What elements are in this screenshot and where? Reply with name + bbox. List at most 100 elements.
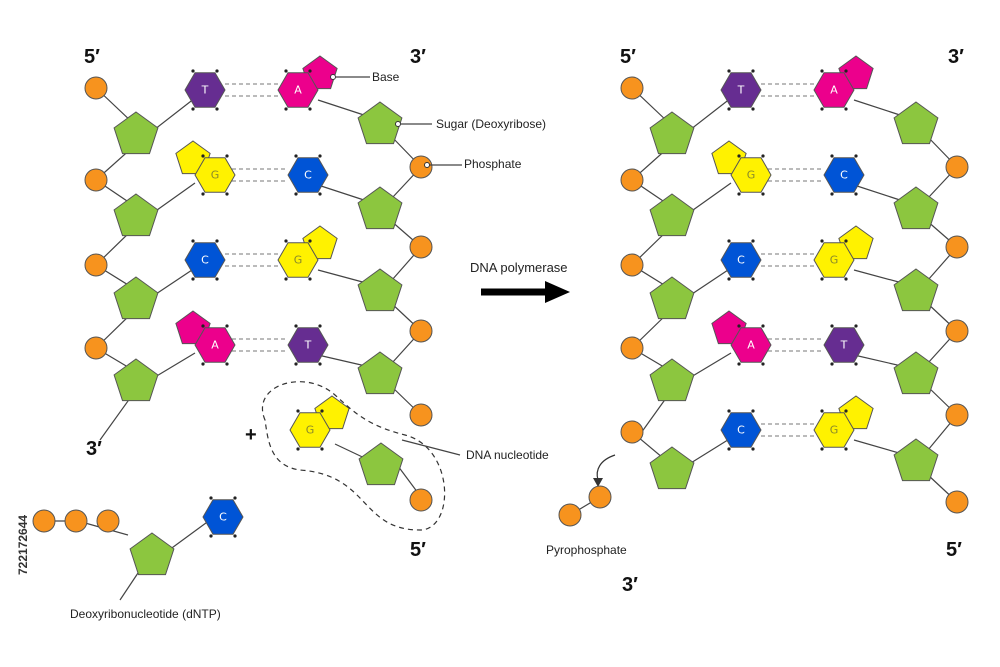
base-T	[720, 72, 762, 108]
base-A-dot	[201, 362, 205, 366]
left-phosphate	[84, 253, 108, 277]
base-A-dot	[737, 362, 741, 366]
base-G-letter: G	[294, 254, 303, 267]
base-G-dot	[284, 277, 288, 281]
base-G	[277, 242, 319, 278]
base-C-dot	[294, 192, 298, 196]
dntp-sugar	[129, 532, 175, 576]
base-T-dot	[830, 362, 834, 366]
backbone-tail	[99, 393, 134, 441]
left-phosphate	[620, 336, 644, 360]
incoming-G-dot	[320, 409, 324, 413]
base-A-dot	[820, 107, 824, 111]
base-T-dot	[830, 324, 834, 328]
base-T-dot	[215, 107, 219, 111]
base-C-dot	[727, 239, 731, 243]
base-A-dot	[308, 69, 312, 73]
base-A	[730, 327, 772, 363]
base-C	[823, 157, 865, 193]
left-3prime-top: 3′	[410, 46, 426, 68]
sugar-label: Sugar (Deoxyribose)	[436, 117, 546, 131]
base-T-dot	[751, 69, 755, 73]
right-phosphate	[945, 155, 969, 179]
dna-nucleotide-label: DNA nucleotide	[466, 448, 549, 462]
base-C-dot	[830, 154, 834, 158]
enzyme-label: DNA polymerase	[470, 260, 568, 275]
left-sugar	[649, 358, 695, 402]
incoming-G-dot	[320, 447, 324, 451]
base-T-letter: T	[840, 339, 848, 352]
base-G-dot	[761, 154, 765, 158]
left-sugar	[649, 276, 695, 320]
product-base-G-dot	[820, 409, 824, 413]
right-sugar	[357, 268, 403, 312]
base-A	[813, 72, 855, 108]
base-A	[277, 72, 319, 108]
right-5prime-top: 5′	[620, 46, 636, 68]
base-T-dot	[294, 324, 298, 328]
dntp-base-C-dot	[209, 496, 213, 500]
right-3prime-bottom: 3′	[622, 574, 638, 596]
base-A-dot	[284, 69, 288, 73]
base-A-dot	[284, 107, 288, 111]
base-G-letter: G	[830, 254, 839, 267]
left-phosphate	[84, 168, 108, 192]
product-right-sugar	[893, 438, 939, 482]
right-sugar	[893, 101, 939, 145]
base-G-dot	[201, 154, 205, 158]
base-C-dot	[191, 239, 195, 243]
base-C	[184, 242, 226, 278]
base-C-dot	[318, 192, 322, 196]
base-G-dot	[820, 277, 824, 281]
dntp-phosphate-1	[32, 509, 56, 533]
base-C	[287, 157, 329, 193]
left-phosphate	[84, 76, 108, 100]
left-phosphate	[620, 253, 644, 277]
right-phosphate	[409, 235, 433, 259]
base-T	[287, 327, 329, 363]
base-A-letter: A	[294, 84, 302, 97]
right-3prime-top: 3′	[948, 46, 964, 68]
base-G-dot	[737, 192, 741, 196]
pyro-phosphate-1	[558, 503, 582, 527]
base-pointer-dot	[330, 74, 336, 80]
base-A-dot	[761, 362, 765, 366]
product-base-C	[720, 412, 762, 448]
base-T-dot	[751, 107, 755, 111]
product-base-C-dot	[727, 447, 731, 451]
base-C-dot	[215, 277, 219, 281]
base-C-dot	[191, 277, 195, 281]
base-G-dot	[761, 192, 765, 196]
base-A-dot	[308, 107, 312, 111]
base-T-letter: T	[737, 84, 745, 97]
left-phosphate	[620, 76, 644, 100]
product-base-G-dot	[820, 447, 824, 451]
base-A-dot	[844, 69, 848, 73]
left-3prime-bottom: 3′	[86, 438, 102, 460]
base-A-letter: A	[747, 339, 755, 352]
product-sugar	[649, 446, 695, 490]
base-G-letter: G	[747, 169, 756, 182]
plus-sign: +	[245, 424, 257, 446]
base-A-dot	[737, 324, 741, 328]
product-base-G-letter: G	[830, 424, 839, 437]
base-label: Base	[372, 70, 400, 84]
right-sugar	[893, 186, 939, 230]
base-T-dot	[191, 107, 195, 111]
base-G	[730, 157, 772, 193]
base-T-dot	[294, 362, 298, 366]
base-A	[194, 327, 236, 363]
left-phosphate	[620, 168, 644, 192]
reaction-arrow	[481, 281, 570, 303]
base-T-dot	[318, 362, 322, 366]
base-T-dot	[215, 69, 219, 73]
base-T	[184, 72, 226, 108]
dntp-base-C-dot	[233, 534, 237, 538]
base-T-dot	[854, 362, 858, 366]
left-5prime-top: 5′	[84, 46, 100, 68]
base-G	[813, 242, 855, 278]
base-C-dot	[318, 154, 322, 158]
base-C-letter: C	[304, 169, 312, 182]
right-phosphate	[945, 235, 969, 259]
